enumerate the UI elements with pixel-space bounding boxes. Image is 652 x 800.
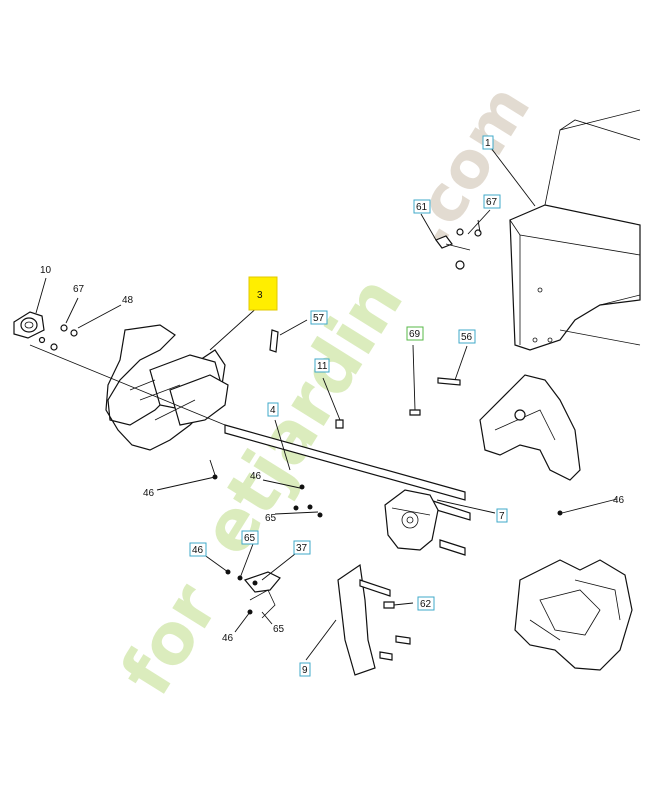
svg-text:10: 10 [40,265,52,276]
svg-text:62: 62 [420,599,432,610]
callout-7: 7 [496,508,508,523]
svg-text:9: 9 [302,665,308,676]
svg-text:56: 56 [461,332,473,343]
bolt-hardware [212,228,563,661]
svg-text:7: 7 [499,511,505,522]
svg-text:46: 46 [613,495,625,506]
callout-46-boxed: 46 [189,542,207,557]
right-bracket [479,374,581,481]
svg-text:65: 65 [273,624,285,635]
callout-65-middle: 65 [265,513,277,524]
svg-text:37: 37 [296,543,308,554]
callout-46-right: 46 [613,495,625,506]
callout-11: 11 [314,358,330,373]
callout-4: 4 [267,402,279,417]
svg-text:46: 46 [250,471,262,482]
svg-text:1: 1 [485,138,491,149]
svg-text:46: 46 [192,545,204,556]
svg-text:65: 65 [244,533,256,544]
callout-9: 9 [299,662,311,677]
shear-pin-parts [225,569,281,619]
callout-48: 48 [122,295,134,306]
svg-text:48: 48 [122,295,134,306]
left-bearing [13,311,45,339]
svg-text:67: 67 [73,284,85,295]
svg-text:46: 46 [143,488,155,499]
callout-46-middle: 46 [250,471,262,482]
callout-65-boxed: 65 [241,530,259,545]
svg-text:57: 57 [313,313,325,324]
left-auger [105,324,229,451]
gearbox [384,489,439,551]
svg-text:46: 46 [222,633,234,644]
bearing-hardware [38,324,78,351]
callout-3: 3 [248,276,278,311]
callout-67-left: 67 [73,284,85,295]
svg-text:11: 11 [317,361,328,372]
svg-text:4: 4 [270,405,276,416]
svg-text:3: 3 [257,290,263,301]
callout-37: 37 [293,540,311,555]
callout-62: 62 [417,596,435,611]
callout-46-lower: 46 [222,633,234,644]
callout-1: 1 [482,135,494,150]
skid-plate [337,563,376,676]
callout-56: 56 [458,329,476,344]
leader-lines [35,147,618,661]
right-auger [514,559,633,671]
auger-shaft [29,344,471,556]
auger-housing [509,109,641,351]
callout-46-left: 46 [143,488,155,499]
callout-57: 57 [310,310,328,325]
svg-text:65: 65 [265,513,277,524]
svg-text:69: 69 [409,329,421,340]
watermark-text-etjardin: etjardin [185,262,419,569]
callout-10: 10 [40,265,52,276]
svg-text:61: 61 [416,202,428,213]
callout-67-boxed: 67 [483,194,501,209]
callout-65-lower: 65 [273,624,285,635]
callout-61: 61 [413,199,431,214]
watermark-text-for: for [105,569,235,709]
svg-text:67: 67 [486,197,498,208]
callout-69: 69 [406,326,424,341]
